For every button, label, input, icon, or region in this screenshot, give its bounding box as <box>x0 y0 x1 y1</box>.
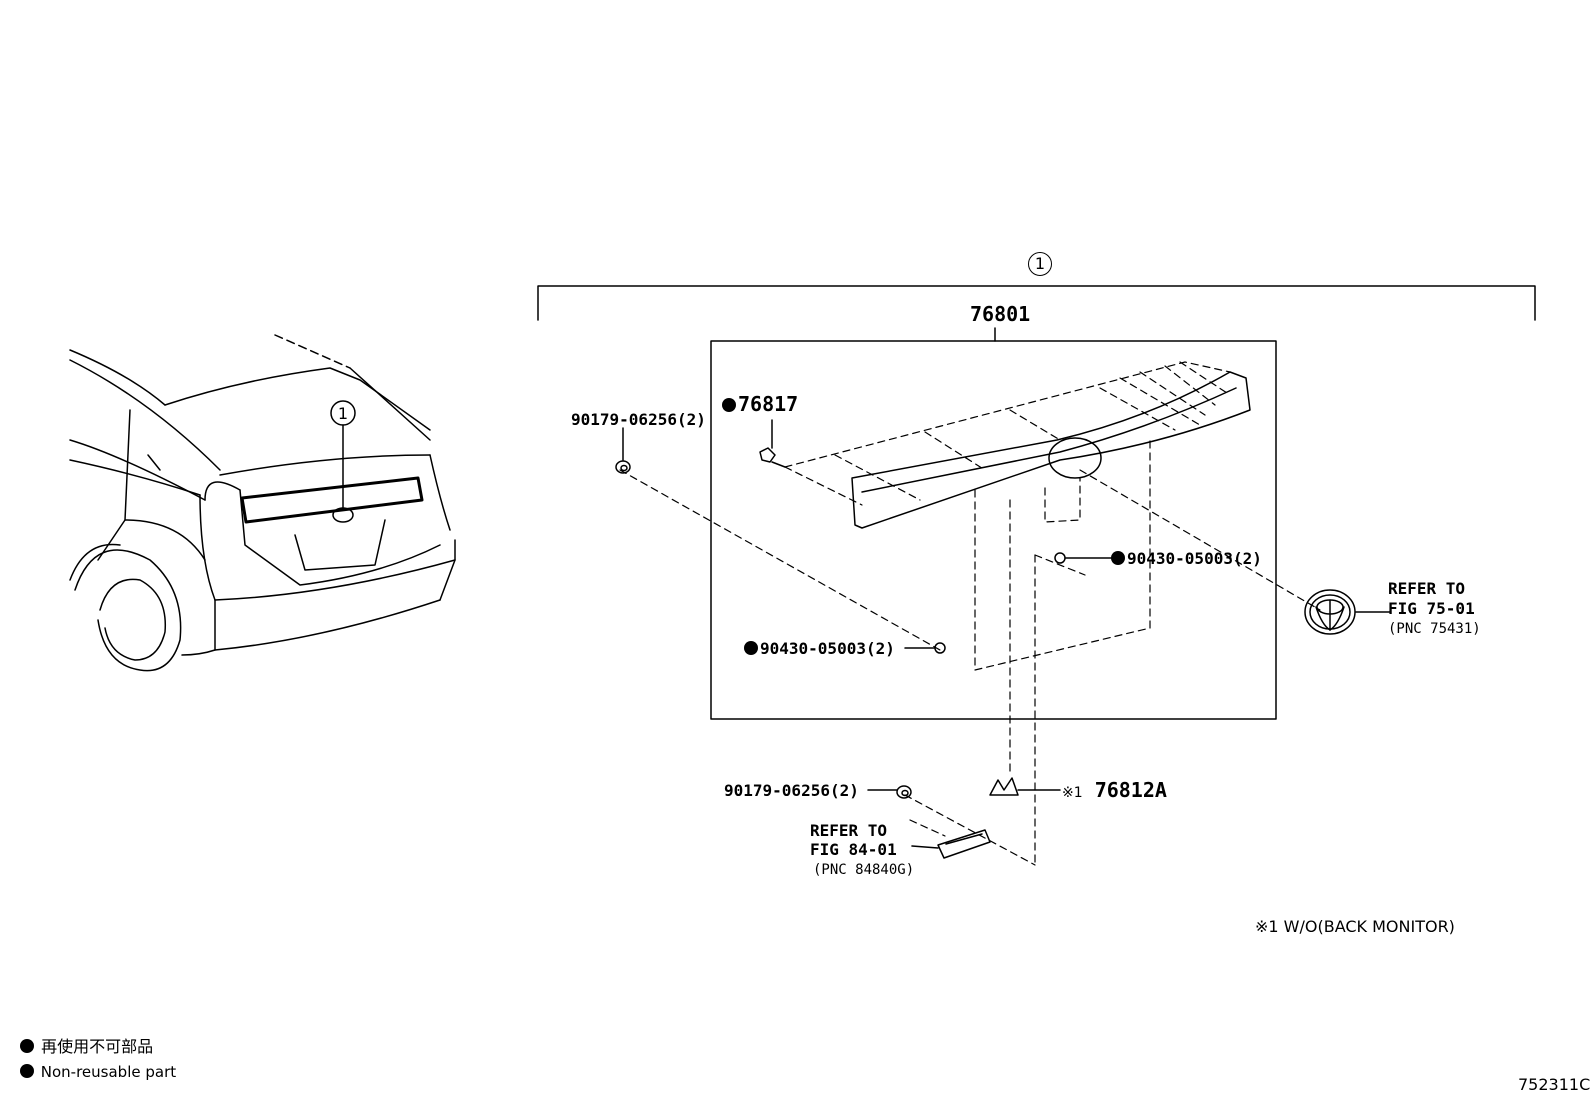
vehicle-marker-text: 1 <box>338 404 348 423</box>
emblem-ref-line2[interactable]: FIG 75-01 <box>1388 599 1475 618</box>
clip-bottom-shape <box>867 785 912 799</box>
non-reusable-dot-icon <box>744 641 758 655</box>
non-reusable-dot-icon <box>20 1064 34 1078</box>
bracket-76812a-shape <box>989 777 1061 796</box>
part-76817-label[interactable]: 76817 <box>722 393 798 415</box>
footnote: ※1 W/O(BACK MONITOR) <box>1255 917 1455 936</box>
nut-right-shape <box>1054 552 1113 564</box>
lamp-ref-line2[interactable]: FIG 84-01 <box>810 840 897 859</box>
part-76812a-label[interactable]: ※1 76812A <box>1062 778 1167 802</box>
vehicle-rear-illustration <box>69 334 456 672</box>
assembly-marker: 1 <box>1028 252 1052 276</box>
subassembly-box <box>710 340 1277 720</box>
figure-code: 752311C <box>1518 1075 1591 1094</box>
legend-jp: 再使用不可部品 <box>20 1038 153 1056</box>
garnish-part <box>619 361 1321 866</box>
non-reusable-dot-icon <box>20 1039 34 1053</box>
clip-top-left-label[interactable]: 90179-06256(2) <box>571 410 706 429</box>
toyota-emblem-shape <box>1304 589 1391 635</box>
legend-en: Non-reusable part <box>20 1063 176 1081</box>
emblem-ref-line3: (PNC 75431) <box>1388 621 1481 637</box>
nut-left-label[interactable]: 90430-05003(2) <box>744 640 895 658</box>
nut-right-label[interactable]: 90430-05003(2) <box>1111 550 1262 568</box>
license-lamp-shape <box>911 829 991 859</box>
clip-bottom-label[interactable]: 90179-06256(2) <box>724 781 859 800</box>
assembly-bracket <box>537 285 1536 321</box>
lamp-ref-line1[interactable]: REFER TO <box>810 821 888 840</box>
clip-top-left-shape <box>615 427 631 474</box>
emblem-ref-line1[interactable]: REFER TO <box>1388 579 1466 598</box>
nut-left-shape <box>904 642 946 654</box>
non-reusable-dot-icon <box>1111 551 1125 565</box>
lamp-ref-line3: (PNC 84840G) <box>813 862 915 878</box>
main-part-number: 76801 <box>970 302 1031 326</box>
clip-76817-shape <box>759 419 786 468</box>
non-reusable-dot-icon <box>722 398 736 412</box>
